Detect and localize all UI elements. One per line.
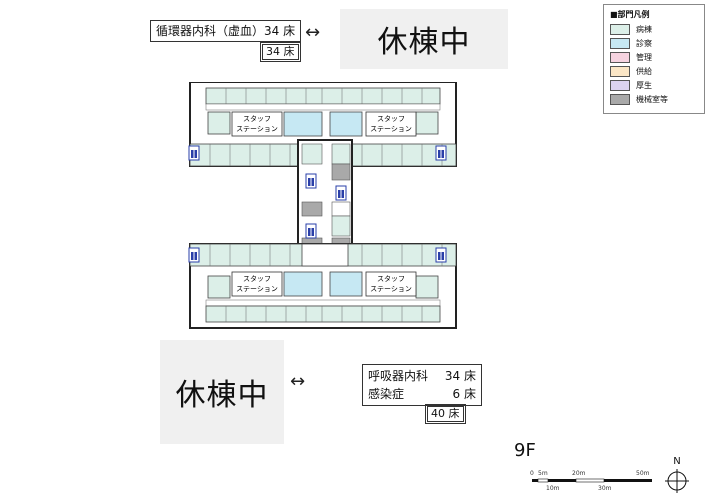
bottom-ward-dept-2: 感染症 (368, 387, 405, 401)
legend-item: 機械室等 (610, 92, 698, 106)
scale-tick-50m: 50m (636, 470, 650, 477)
top-double-arrow-icon: ↔ (305, 22, 321, 43)
top-wing (189, 81, 457, 167)
scale-tick-10m: 10m (546, 485, 560, 492)
bottom-ward-bed-count: 40 床 (425, 404, 466, 424)
bottom-wing (189, 243, 457, 329)
legend-item: 診察 (610, 36, 698, 50)
elevator-icon (435, 247, 447, 263)
elevator-icon (435, 145, 447, 161)
top-ward-bed-count: 34 床 (260, 42, 301, 62)
bottom-ward-label: 呼吸器内科 34 床 感染症 6 床 (362, 364, 482, 406)
legend-swatch (610, 37, 630, 49)
legend-item: 病棟 (610, 22, 698, 36)
floor-label: 9F (514, 440, 536, 461)
elevator-icon (305, 173, 317, 189)
bottom-double-arrow-icon: ↔ (290, 371, 306, 392)
bottom-ward-dept-1-beds: 34 床 (444, 369, 476, 383)
scale-bar: 0 5m 20m 50m 10m 30m (528, 470, 662, 496)
north-compass: N (664, 456, 690, 496)
legend-swatch (610, 93, 630, 105)
bottom-closed-ward-box: 休棟中 (160, 340, 284, 444)
north-label: N (673, 456, 681, 467)
legend-label: 診察 (636, 38, 652, 48)
staff-station-label-br-2: ステーション (370, 285, 412, 293)
scale-tick-30m: 30m (598, 485, 612, 492)
top-closed-ward-box: 休棟中 (340, 9, 508, 69)
staff-station-label-tl-1: スタッフ (243, 114, 271, 123)
legend-swatch (610, 23, 630, 35)
staff-station-label-tr-2: ステーション (370, 125, 412, 133)
legend-swatch (610, 65, 630, 77)
bottom-ward-dept-2-beds: 6 床 (452, 387, 476, 401)
legend-title: ■部門凡例 (610, 10, 650, 19)
compass-icon (665, 469, 689, 493)
top-closed-ward-text: 休棟中 (377, 25, 471, 60)
staff-station-label-bl-2: ステーション (236, 285, 278, 293)
legend-label: 供給 (636, 66, 652, 76)
staff-station-label-tl-2: ステーション (236, 125, 278, 133)
elevator-icon (188, 145, 200, 161)
legend-swatch (610, 51, 630, 63)
department-legend: ■部門凡例 病棟診察管理供給厚生機械室等 (603, 4, 705, 114)
elevator-icon (335, 185, 347, 201)
staff-station-label-bl-1: スタッフ (243, 274, 271, 283)
legend-item: 供給 (610, 64, 698, 78)
legend-item: 管理 (610, 50, 698, 64)
legend-swatch (610, 79, 630, 91)
scale-tick-5m: 5m (538, 470, 548, 477)
legend-label: 病棟 (636, 24, 652, 34)
scale-tick-0: 0 (530, 470, 534, 477)
legend-items: 病棟診察管理供給厚生機械室等 (610, 22, 698, 106)
bottom-ward-dept-1: 呼吸器内科 (368, 369, 429, 383)
staff-station-label-tr-1: スタッフ (377, 114, 405, 123)
bottom-closed-ward-text: 休棟中 (175, 378, 269, 413)
elevator-icon (305, 223, 317, 239)
legend-item: 厚生 (610, 78, 698, 92)
floor-plan-drawing: スタッフ ステーション スタッフ ステーション スタッフ ステーション スタッフ… (186, 81, 462, 336)
scale-tick-20m: 20m (572, 470, 586, 477)
legend-label: 機械室等 (636, 94, 668, 104)
legend-label: 厚生 (636, 80, 652, 90)
staff-station-label-br-1: スタッフ (377, 274, 405, 283)
legend-label: 管理 (636, 52, 652, 62)
elevator-icon (188, 247, 200, 263)
top-ward-label: 循環器内科（虚血）34 床 (150, 20, 302, 42)
